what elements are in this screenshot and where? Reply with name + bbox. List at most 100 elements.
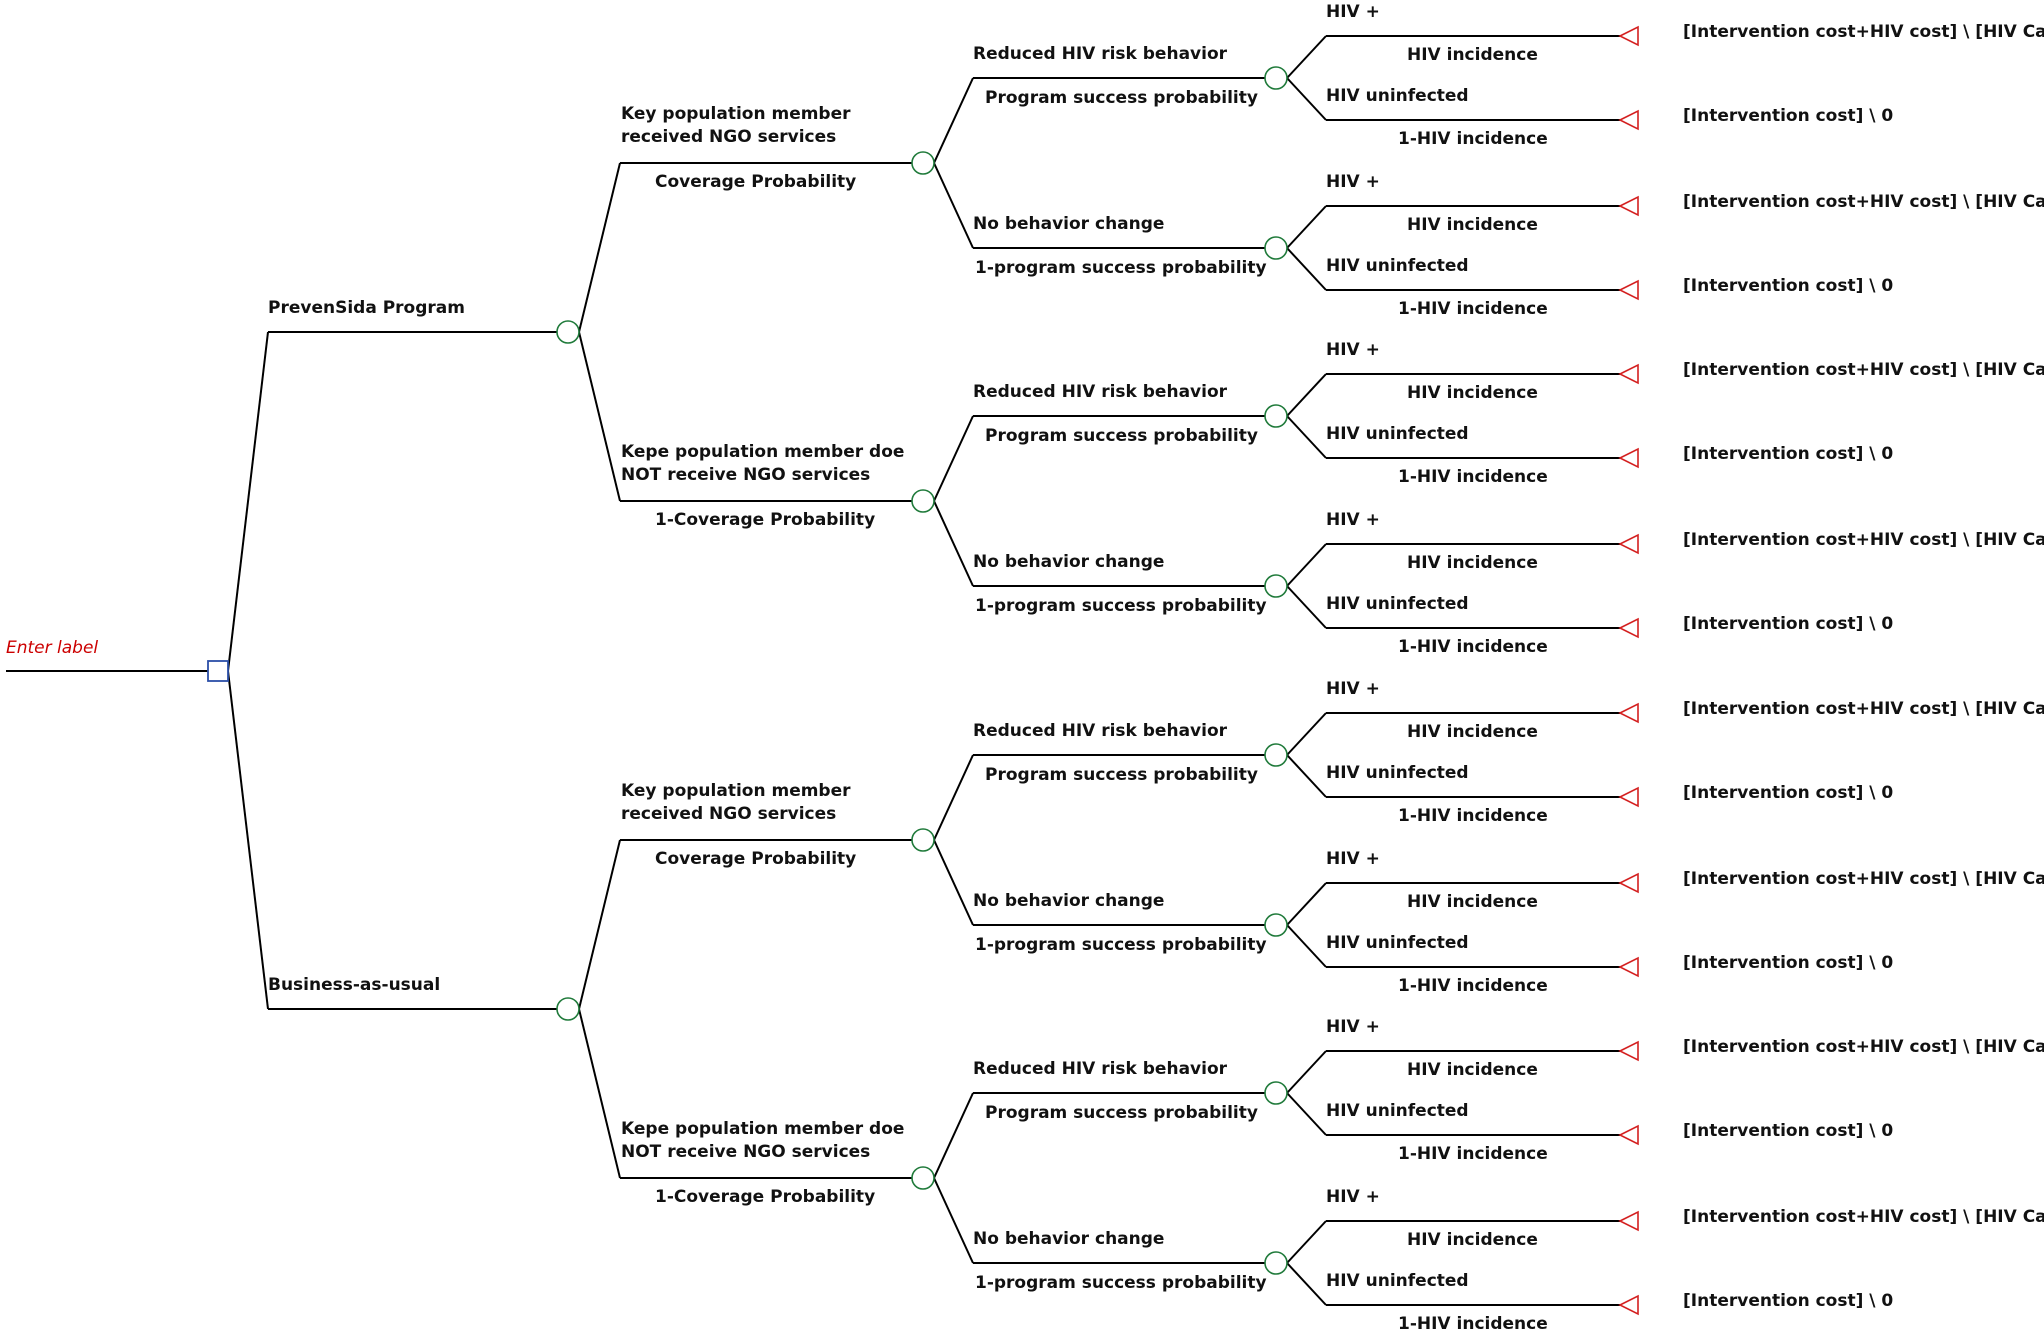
outcome-label: HIV uninfected xyxy=(1326,424,1469,444)
terminal-node[interactable] xyxy=(1618,1210,1639,1232)
outcome-edge xyxy=(1286,1092,1327,1136)
outcome-edge xyxy=(1286,585,1327,629)
behavior-edge xyxy=(933,162,974,249)
coverage-chance-node[interactable] xyxy=(911,151,935,175)
outcome-probability: 1-HIV incidence xyxy=(1398,637,1548,657)
behavior-chance-node[interactable] xyxy=(1264,574,1288,598)
behavior-probability: Program success probability xyxy=(985,426,1258,446)
coverage-chance-node[interactable] xyxy=(911,828,935,852)
terminal-node[interactable] xyxy=(1618,786,1639,808)
behavior-label: No behavior change xyxy=(973,552,1164,572)
behavior-edge xyxy=(933,415,974,502)
coverage-branch-label: NOT receive NGO services xyxy=(621,1142,870,1162)
coverage-branch-label: NOT receive NGO services xyxy=(621,465,870,485)
behavior-label: No behavior change xyxy=(973,1229,1164,1249)
behavior-label: Reduced HIV risk behavior xyxy=(973,1059,1228,1079)
outcome-label: HIV uninfected xyxy=(1326,933,1469,953)
decision-node[interactable] xyxy=(207,660,229,682)
terminal-node[interactable] xyxy=(1618,1294,1639,1316)
strategy-label: Business-as-usual xyxy=(268,975,440,995)
outcome-edge xyxy=(1286,1262,1327,1306)
behavior-chance-node[interactable] xyxy=(1264,1251,1288,1275)
coverage-probability: Coverage Probability xyxy=(655,849,856,869)
terminal-node[interactable] xyxy=(1618,1040,1639,1062)
outcome-edge xyxy=(1286,754,1327,798)
terminal-node[interactable] xyxy=(1618,195,1639,217)
outcome-edge xyxy=(1286,1050,1327,1094)
outcome-probability: 1-HIV incidence xyxy=(1398,467,1548,487)
tree-edges xyxy=(6,35,1620,1306)
outcome-label: HIV + xyxy=(1326,1187,1380,1207)
terminal-node[interactable] xyxy=(1618,956,1639,978)
outcome-edge xyxy=(1286,205,1327,249)
outcome-probability: HIV incidence xyxy=(1407,45,1538,65)
outcome-label: HIV uninfected xyxy=(1326,1271,1469,1291)
root-label: Enter label xyxy=(6,638,98,658)
behavior-chance-node[interactable] xyxy=(1264,66,1288,90)
terminal-node[interactable] xyxy=(1618,447,1639,469)
coverage-branch-label: received NGO services xyxy=(621,127,836,147)
payoff-label: [Intervention cost+HIV cost] \ [HIV Case… xyxy=(1683,22,2044,42)
outcome-edge xyxy=(1286,712,1327,756)
terminal-node[interactable] xyxy=(1618,702,1639,724)
outcome-edge xyxy=(1286,415,1327,459)
terminal-node[interactable] xyxy=(1618,1124,1639,1146)
outcome-label: HIV uninfected xyxy=(1326,763,1469,783)
terminal-node[interactable] xyxy=(1618,25,1639,47)
coverage-branch-label: Kepe population member doe xyxy=(621,1119,904,1139)
coverage-branch-label: received NGO services xyxy=(621,804,836,824)
outcome-probability: HIV incidence xyxy=(1407,553,1538,573)
behavior-chance-node[interactable] xyxy=(1264,913,1288,937)
coverage-branch-label: Kepe population member doe xyxy=(621,442,904,462)
tree-nodes xyxy=(207,25,1639,1316)
outcome-edge xyxy=(1286,247,1327,291)
outcome-label: HIV uninfected xyxy=(1326,594,1469,614)
outcome-label: HIV + xyxy=(1326,340,1380,360)
payoff-label: [Intervention cost] \ 0 xyxy=(1683,276,1893,296)
outcome-edge xyxy=(1286,1220,1327,1264)
behavior-edge xyxy=(933,1092,974,1179)
strategy-edge xyxy=(227,670,269,1010)
behavior-label: Reduced HIV risk behavior xyxy=(973,721,1228,741)
behavior-probability: 1-program success probability xyxy=(975,258,1267,278)
outcome-label: HIV + xyxy=(1326,2,1380,22)
outcome-probability: 1-HIV incidence xyxy=(1398,299,1548,319)
strategy-chance-node[interactable] xyxy=(556,997,580,1021)
terminal-node[interactable] xyxy=(1618,109,1639,131)
outcome-probability: 1-HIV incidence xyxy=(1398,976,1548,996)
behavior-probability: 1-program success probability xyxy=(975,935,1267,955)
payoff-label: [Intervention cost+HIV cost] \ [HIV Case… xyxy=(1683,1037,2044,1057)
payoff-label: [Intervention cost] \ 0 xyxy=(1683,953,1893,973)
terminal-node[interactable] xyxy=(1618,363,1639,385)
payoff-label: [Intervention cost+HIV cost] \ [HIV Case… xyxy=(1683,1207,2044,1227)
outcome-probability: 1-HIV incidence xyxy=(1398,806,1548,826)
behavior-label: No behavior change xyxy=(973,214,1164,234)
payoff-label: [Intervention cost] \ 0 xyxy=(1683,444,1893,464)
outcome-edge xyxy=(1286,77,1327,121)
terminal-node[interactable] xyxy=(1618,279,1639,301)
terminal-node[interactable] xyxy=(1618,872,1639,894)
payoff-label: [Intervention cost+HIV cost] \ [HIV Case… xyxy=(1683,360,2044,380)
behavior-edge xyxy=(933,77,974,164)
behavior-chance-node[interactable] xyxy=(1264,236,1288,260)
coverage-branch-label: Key population member xyxy=(621,781,851,801)
terminal-node[interactable] xyxy=(1618,617,1639,639)
strategy-label: PrevenSida Program xyxy=(268,298,465,318)
strategy-chance-node[interactable] xyxy=(556,320,580,344)
outcome-probability: 1-HIV incidence xyxy=(1398,129,1548,149)
outcome-probability: HIV incidence xyxy=(1407,722,1538,742)
behavior-chance-node[interactable] xyxy=(1264,743,1288,767)
payoff-label: [Intervention cost+HIV cost] \ [HIV Case… xyxy=(1683,192,2044,212)
coverage-chance-node[interactable] xyxy=(911,489,935,513)
payoff-label: [Intervention cost+HIV cost] \ [HIV Case… xyxy=(1683,869,2044,889)
outcome-probability: HIV incidence xyxy=(1407,892,1538,912)
payoff-label: [Intervention cost] \ 0 xyxy=(1683,1121,1893,1141)
payoff-label: [Intervention cost+HIV cost] \ [HIV Case… xyxy=(1683,530,2044,550)
payoff-label: [Intervention cost] \ 0 xyxy=(1683,614,1893,634)
coverage-chance-node[interactable] xyxy=(911,1166,935,1190)
behavior-chance-node[interactable] xyxy=(1264,1081,1288,1105)
behavior-chance-node[interactable] xyxy=(1264,404,1288,428)
outcome-edge xyxy=(1286,882,1327,926)
terminal-node[interactable] xyxy=(1618,533,1639,555)
